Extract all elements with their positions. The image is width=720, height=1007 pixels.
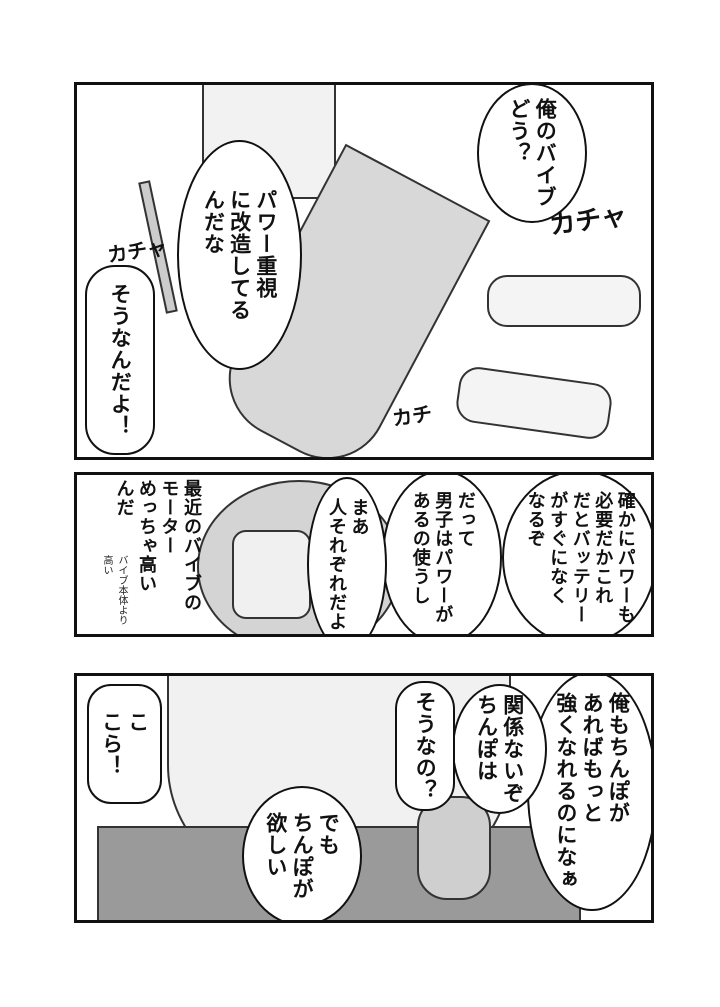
panel-2: 確かにパワーも 必要だかこれ だとバッテリー がすぐになく なるぞ だって 男子… <box>74 472 654 637</box>
dialogue-text: そうなんだよ！ <box>108 283 133 437</box>
dialogue-text: 最近のバイブの モーター めっちゃ高い んだ <box>113 479 203 612</box>
speech-bubble: こ こら！ <box>87 684 162 804</box>
dialogue-text: 俺もちんぽが あればもっと 強くなれるのになぁ <box>553 692 631 890</box>
speech-bubble: パワー重視 に改造してる んだな <box>177 140 302 370</box>
panel-3: 俺もちんぽが あればもっと 強くなれるのになぁ 関係ないぞ ちんぽは そうなの？… <box>74 673 654 923</box>
speech-bubble: 関係ないぞ ちんぽは <box>452 684 547 814</box>
sound-effect: カチ <box>390 401 434 431</box>
dialogue-text: そうなの？ <box>413 691 438 801</box>
speech-bubble: 確かにパワーも 必要だかこれ だとバッテリー がすぐになく なるぞ <box>502 475 651 634</box>
panel-1: 俺のバイブ どう？ パワー重視 に改造してる んだな そうなんだよ！ カチャ カ… <box>74 82 654 460</box>
speech-bubble: だって 男子はパワーが あるの使うし <box>382 475 502 634</box>
speech-bubble: 俺もちんぽが あればもっと 強くなれるのになぁ <box>527 676 651 911</box>
speech-bubble: そうなの？ <box>395 681 455 811</box>
narration-text-block: 最近のバイブの モーター めっちゃ高い んだ <box>87 479 203 634</box>
dialogue-text: 俺のバイブ どう？ <box>507 98 558 208</box>
speech-bubble: でも ちんぽが 欲しい <box>242 786 362 920</box>
dialogue-text: 関係ないぞ ちんぽは <box>474 694 525 804</box>
dialogue-text: パワー重視 に改造してる んだな <box>201 189 278 321</box>
dialogue-text: こ こら！ <box>99 711 150 777</box>
handwritten-note: バイブ本体より 高い <box>101 555 127 625</box>
speech-bubble: そうなんだよ！ <box>85 265 155 455</box>
dialogue-text: まあ 人それぞれだよ <box>326 498 370 631</box>
battery-art-1 <box>487 275 641 327</box>
speech-bubble: まあ 人それぞれだよ <box>307 477 387 634</box>
dialogue-text: でも ちんぽが 欲しい <box>263 812 341 900</box>
dialogue-text: 確かにパワーも 必要だかこれ だとバッテリー がすぐになく なるぞ <box>524 491 636 624</box>
hand-art <box>417 796 491 900</box>
speech-bubble: 俺のバイブ どう？ <box>477 85 587 223</box>
dialogue-text: だって 男子はパワーが あるの使うし <box>409 491 476 624</box>
motor-art <box>232 530 311 619</box>
battery-art-2 <box>453 364 615 442</box>
